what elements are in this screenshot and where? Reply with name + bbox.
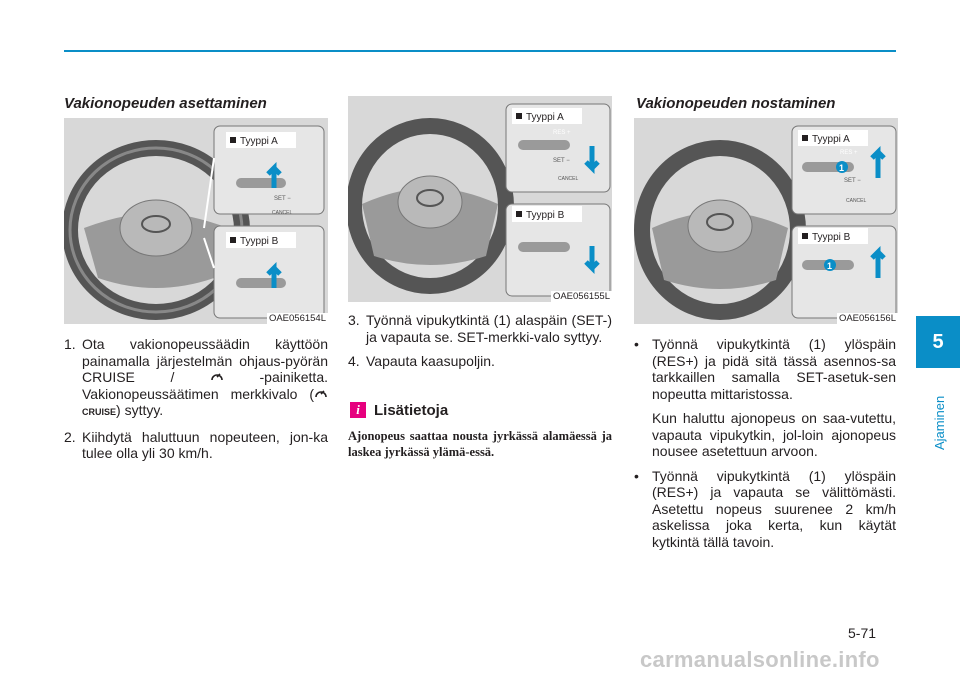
chapter-number: 5 (932, 330, 944, 353)
list-item: 1. Ota vakionopeussäädin käyttöön painam… (64, 336, 328, 418)
chapter-tab: 5 (916, 316, 960, 368)
switch-cancel-label: CANCEL (846, 198, 867, 204)
marker-1: 1 (839, 163, 844, 173)
heading-set-speed: Vakionopeuden asettaminen (64, 95, 267, 112)
marker-1b: 1 (827, 261, 832, 271)
switch-set-label: SET − (274, 196, 291, 202)
top-rule (64, 50, 896, 52)
svg-text:Ajaminen: Ajaminen (932, 396, 947, 450)
switch-cancel-label: CANCEL (558, 176, 579, 182)
badge-type-b: Tyyppi B (240, 236, 279, 247)
steps-list-2: 3. Työnnä vipukytkintä (1) alaspäin (SET… (348, 312, 612, 378)
figure-code: OAE056154L (266, 313, 328, 324)
list-item-extra: Kun haluttu ajonopeus on saa-vutettu, va… (652, 410, 896, 459)
badge-type-b: Tyyppi B (526, 210, 565, 221)
list-item: 4. Vapauta kaasupoljin. (348, 353, 495, 369)
page-number: 5-71 (848, 625, 877, 641)
figure-steering-wheel-2: RES + SET − CANCEL Tyyppi A Tyyppi B OAE… (348, 96, 612, 302)
switch-cancel-label: CANCEL (272, 210, 293, 216)
info-body: Ajonopeus saattaa nousta jyrkässä alamäe… (348, 429, 612, 459)
info-title: Lisätietoja (374, 402, 449, 419)
cruise-indicator-icon (315, 389, 327, 397)
figure-code: OAE056156L (836, 313, 898, 324)
badge-type-a: Tyyppi A (240, 136, 278, 147)
watermark: carmanualsonline.info (640, 647, 880, 672)
switch-set-label: SET − (553, 158, 570, 164)
switch-res-label: RES + (840, 150, 858, 156)
list-item: 3. Työnnä vipukytkintä (1) alaspäin (SET… (348, 312, 612, 345)
cruise-icon (211, 373, 223, 381)
list-item: • Työnnä vipukytkintä (1) ylöspäin (RES+… (634, 467, 896, 550)
info-icon: i (350, 402, 366, 418)
steps-list-1: 1. Ota vakionopeussäädin käyttöön painam… (64, 336, 328, 470)
figure-code: OAE056155L (550, 291, 612, 302)
badge-type-b: Tyyppi B (812, 232, 851, 243)
bullets-list: • Työnnä vipukytkintä (1) ylöspäin (RES+… (634, 336, 896, 558)
badge-type-a: Tyyppi A (526, 112, 564, 123)
switch-res-label: RES + (553, 130, 571, 136)
switch-set-label: SET − (844, 178, 861, 184)
list-item: 2. Kiihdytä haluttuun nopeuteen, jon-ka … (64, 428, 328, 462)
cruise-indicator-label: CRUISE (82, 407, 117, 417)
list-item: • Työnnä vipukytkintä (1) ylöspäin (RES+… (634, 336, 896, 459)
figure-steering-wheel-1: SET − CANCEL Tyyppi A Tyyppi B OAE056154… (64, 118, 328, 324)
figure-steering-wheel-3: 1 1 RES + SET − CANCEL Tyyppi A Tyyppi B… (634, 118, 898, 324)
heading-increase-speed: Vakionopeuden nostaminen (636, 95, 836, 112)
chapter-name: Ajaminen (932, 396, 947, 450)
badge-type-a: Tyyppi A (812, 134, 850, 145)
